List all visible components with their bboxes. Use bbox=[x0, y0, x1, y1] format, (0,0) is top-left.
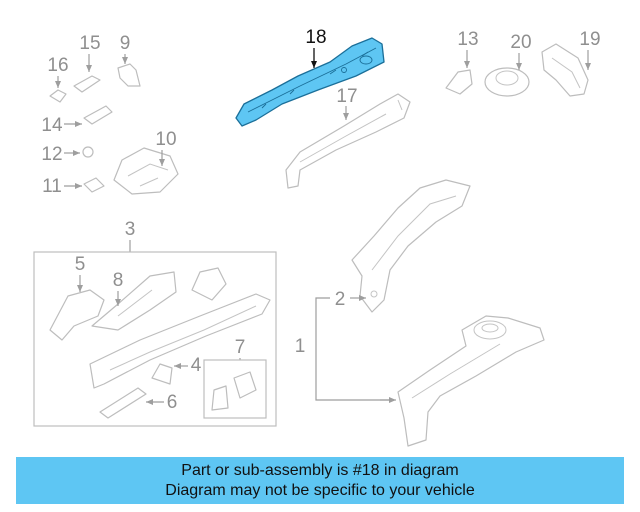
callout-20: 20 bbox=[510, 32, 531, 53]
callout-13: 13 bbox=[457, 29, 478, 50]
part-7[interactable] bbox=[211, 371, 257, 411]
group-3-box bbox=[33, 251, 277, 427]
part-20[interactable] bbox=[484, 67, 530, 97]
callout-5: 5 bbox=[75, 254, 86, 275]
part-17[interactable] bbox=[285, 93, 411, 189]
callout-17: 17 bbox=[336, 86, 357, 107]
callout-1: 1 bbox=[295, 336, 306, 357]
callout-1-bracket bbox=[315, 297, 394, 401]
part-12[interactable] bbox=[82, 146, 94, 158]
part-8[interactable] bbox=[91, 271, 177, 331]
banner-line-1: Part or sub-assembly is #18 in diagram bbox=[181, 462, 459, 479]
part-13[interactable] bbox=[445, 69, 473, 95]
part-2[interactable] bbox=[351, 179, 471, 313]
part-18-highlighted[interactable] bbox=[235, 37, 385, 127]
part-14[interactable] bbox=[83, 105, 113, 125]
callout-4: 4 bbox=[191, 355, 202, 376]
part-5[interactable] bbox=[49, 289, 105, 341]
part-6[interactable] bbox=[99, 387, 147, 419]
part-11[interactable] bbox=[83, 177, 105, 193]
part-19[interactable] bbox=[541, 43, 589, 97]
callout-8: 8 bbox=[113, 270, 124, 291]
callout-3: 3 bbox=[125, 219, 136, 240]
callout-10: 10 bbox=[155, 129, 176, 150]
callout-14: 14 bbox=[41, 115, 63, 136]
part-1[interactable] bbox=[397, 315, 545, 447]
callout-7: 7 bbox=[235, 337, 246, 358]
part-4[interactable] bbox=[151, 363, 173, 385]
banner-line-2: Diagram may not be specific to your vehi… bbox=[165, 482, 475, 499]
callout-18: 18 bbox=[305, 27, 326, 48]
diagram-notice-banner: Part or sub-assembly is #18 in diagram D… bbox=[16, 457, 624, 504]
part-3-bracket[interactable] bbox=[191, 267, 227, 301]
callout-6: 6 bbox=[167, 392, 178, 413]
callout-12: 12 bbox=[41, 144, 62, 165]
callout-15: 15 bbox=[79, 33, 100, 54]
part-9[interactable] bbox=[117, 63, 141, 87]
part-3-rail[interactable] bbox=[89, 293, 271, 389]
part-10[interactable] bbox=[113, 147, 179, 195]
callout-9: 9 bbox=[120, 33, 131, 54]
callout-16: 16 bbox=[47, 55, 68, 76]
parts-diagram: 18 17 16 15 9 14 12 11 10 bbox=[33, 27, 601, 447]
callout-2: 2 bbox=[335, 289, 346, 310]
callout-19: 19 bbox=[579, 29, 600, 50]
part-15[interactable] bbox=[73, 75, 101, 93]
group-7-box bbox=[203, 359, 267, 419]
callout-11: 11 bbox=[42, 176, 62, 197]
part-16[interactable] bbox=[49, 89, 67, 103]
